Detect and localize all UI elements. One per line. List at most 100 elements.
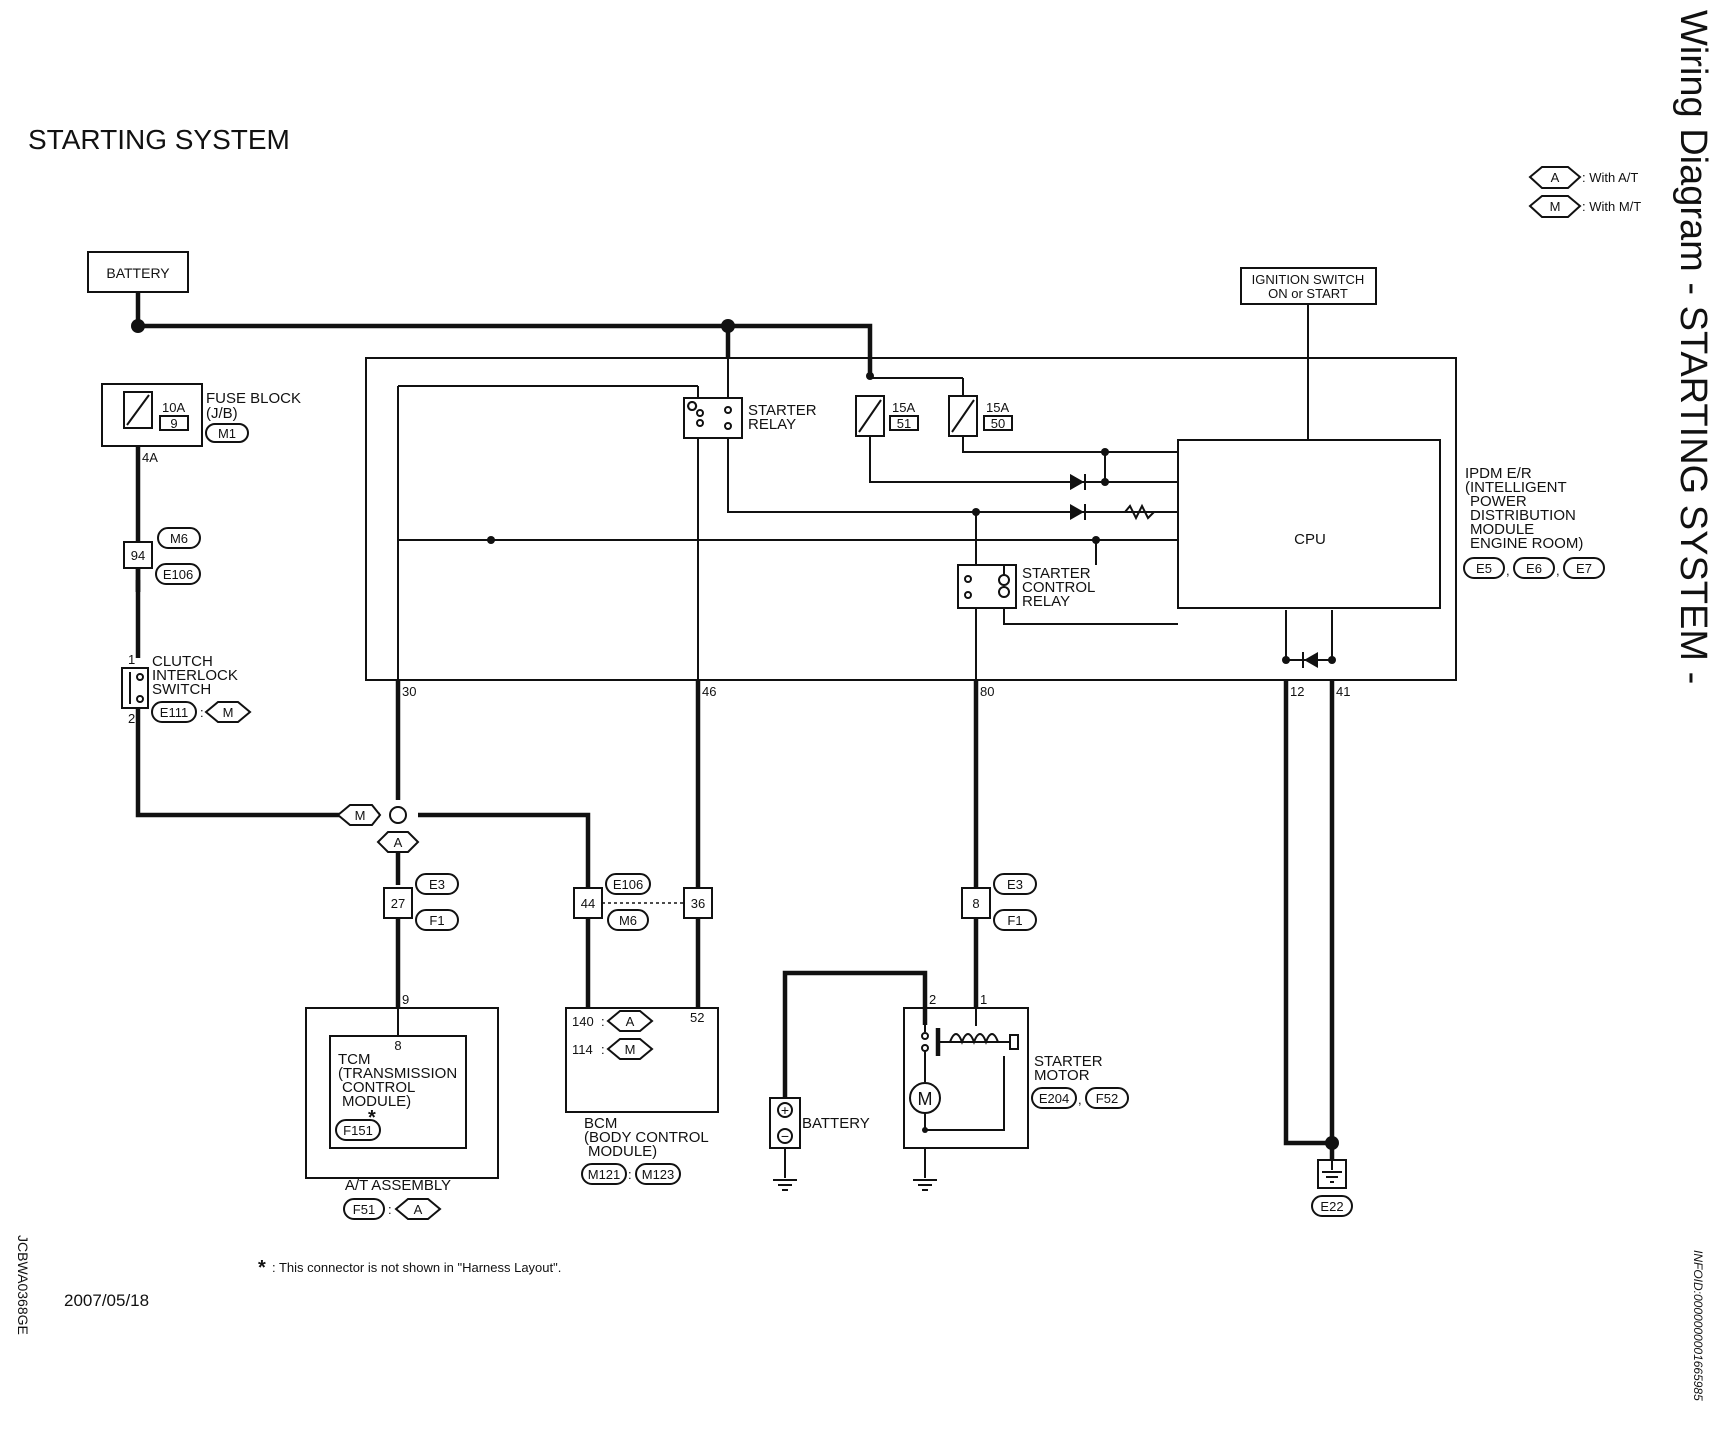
fuse-block: 10A 9 FUSE BLOCK (J/B) M1 4A [101, 383, 301, 465]
ipdm-label-5: MODULE [1470, 521, 1534, 538]
clutch-variant: M [223, 705, 234, 720]
ipdm-pin-46: 46 [702, 684, 716, 699]
ipdm-label-3: POWER [1470, 493, 1527, 510]
ipdm-pin-80: 80 [980, 684, 994, 699]
fuse-block-jb: (J/B) [206, 405, 238, 422]
ignition-line-2: ON or START [1268, 286, 1348, 301]
bcm-variant-m: M [625, 1042, 636, 1057]
tcm-label-4: MODULE) [342, 1093, 411, 1110]
starter-pin-2: 2 [929, 992, 936, 1007]
harness-8-pin: 8 [972, 896, 979, 911]
at-pin-9: 9 [402, 992, 409, 1007]
harness-27-pin: 27 [391, 896, 405, 911]
bcm-label-2: (BODY CONTROL [584, 1129, 709, 1146]
bcm-sep-1: : [601, 1014, 605, 1029]
harness-44-36: 44 36 E106 M6 [573, 873, 713, 931]
junction-dots [131, 319, 1339, 1150]
tcm-label-3: CONTROL [342, 1079, 415, 1096]
fuse-50-amp: 15A [986, 400, 1009, 415]
ipdm-conn-e6: E6 [1526, 561, 1542, 576]
at-assembly-sep: : [388, 1202, 392, 1217]
bcm-pin-52: 52 [690, 1010, 704, 1025]
harness-44-conn-e106: E106 [613, 877, 643, 892]
clutch-pin-1: 1 [128, 652, 135, 667]
clutch-conn: E111 [160, 705, 188, 720]
clutch-pin-2: 2 [128, 711, 135, 726]
doc-code: JCBWA0368GE [15, 1235, 31, 1335]
cpu-box [1177, 439, 1441, 609]
battery-top-box [87, 251, 189, 293]
bcm-pin-140: 140 [572, 1014, 594, 1029]
starter-motor-label-2: MOTOR [1034, 1067, 1090, 1084]
starter-conn-e204: E204 [1039, 1091, 1069, 1106]
ipdm-er-box [365, 357, 1457, 681]
bcm-label-1: BCM [584, 1115, 617, 1132]
info-id: INFOID:0000000001665985 [1691, 1250, 1705, 1401]
junction-variant: M A [336, 804, 420, 853]
harness-8-conn-e3: E3 [1007, 877, 1023, 892]
ignition-line-1: IGNITION SWITCH [1252, 272, 1365, 287]
legend-m-text: : With M/T [1582, 199, 1641, 214]
fuse-block-label: FUSE BLOCK [206, 390, 301, 407]
legend-a-diamond [1528, 166, 1582, 189]
battery-plus: + [781, 1102, 789, 1118]
battery-bottom-label: BATTERY [802, 1115, 870, 1132]
harness-94-pin: 94 [131, 548, 145, 563]
at-assembly: 9 8 TCM (TRANSMISSION CONTROL MODULE) * … [305, 992, 499, 1220]
tcm-label-1: TCM [338, 1051, 371, 1068]
clutch-interlock-switch: 1 2 CLUTCH INTERLOCK SWITCH E111 : M [121, 652, 252, 726]
bcm-label-3: MODULE) [588, 1143, 657, 1160]
harness-44-pin: 44 [581, 896, 595, 911]
at-assembly-conn: F51 [353, 1202, 375, 1217]
bcm-variant-a: A [626, 1014, 635, 1029]
legend-a-code: A [1551, 170, 1560, 185]
fuse-51-num: 51 [897, 416, 911, 431]
ipdm-label-2: (INTELLIGENT [1465, 479, 1567, 496]
bcm-conn-m123: M123 [642, 1167, 675, 1182]
cpu-label: CPU [1294, 531, 1326, 548]
ipdm-conn-e5: E5 [1476, 561, 1492, 576]
fuse-10a-num: 9 [170, 416, 177, 431]
harness-27-conn-e3: E3 [429, 877, 445, 892]
harness-94-conn-m6: M6 [170, 531, 188, 546]
harness-94-conn-e106: E106 [163, 567, 193, 582]
clutch-sep: : [200, 705, 204, 720]
harness-27: 27 E3 F1 [383, 873, 459, 931]
clutch-label-3: SWITCH [152, 681, 211, 698]
diodes [1070, 474, 1318, 668]
starter-pin-1: 1 [980, 992, 987, 1007]
at-pin-8: 8 [394, 1038, 401, 1053]
ipdm-pin-41: 41 [1336, 684, 1350, 699]
fuse-10a-symbol [123, 391, 153, 429]
scr-label-3: RELAY [1022, 593, 1070, 610]
battery-bottom: + − BATTERY [769, 1097, 870, 1191]
starter-control-relay: STARTER CONTROL RELAY [957, 564, 1095, 610]
footnote-mark: * [258, 1257, 266, 1279]
legend-m-diamond [1528, 195, 1582, 218]
ipdm-comma-2: , [1556, 563, 1560, 578]
junction-m: M [355, 808, 366, 823]
bcm-sep-2: : [601, 1042, 605, 1057]
starter-conn-f52: F52 [1096, 1091, 1118, 1106]
footnote-text: : This connector is not shown in "Harnes… [272, 1260, 561, 1275]
starter-comma: , [1078, 1092, 1082, 1107]
clutch-label-1: CLUTCH [152, 653, 213, 670]
legend-m-code: M [1550, 199, 1561, 214]
ipdm-pin-30: 30 [402, 684, 416, 699]
starter-relay-label-2: RELAY [748, 416, 796, 433]
starter-motor-m: M [918, 1089, 933, 1109]
bcm-conn-m121: M121 [588, 1167, 621, 1182]
scr-label-1: STARTER [1022, 565, 1091, 582]
ipdm-pin-12: 12 [1290, 684, 1304, 699]
starter-motor: 2 1 M STARTER MOTOR E204 , F52 [903, 992, 1129, 1191]
bcm: 140 : A 114 : M 52 BCM (BODY CONTROL MOD… [565, 1007, 719, 1185]
battery-top-label: BATTERY [106, 265, 170, 281]
date-stamp: 2007/05/18 [64, 1291, 149, 1310]
harness-36-pin: 36 [691, 896, 705, 911]
ignition-switch-box [1240, 267, 1377, 305]
ground-e22: E22 [1311, 1159, 1353, 1217]
harness-8-conn-f1: F1 [1007, 913, 1022, 928]
scr-label-2: CONTROL [1022, 579, 1095, 596]
harness-94: 94 M6 E106 [123, 527, 201, 585]
